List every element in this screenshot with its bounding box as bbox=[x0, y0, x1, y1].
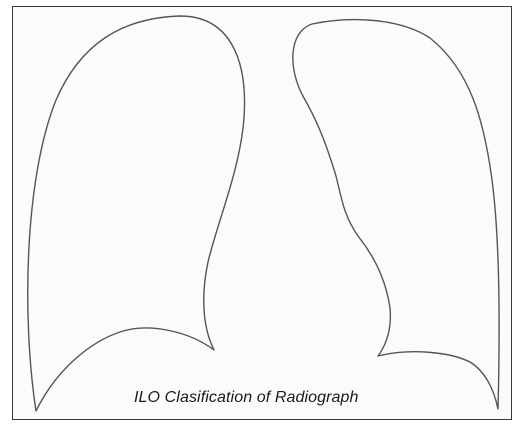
left-lung-outline bbox=[293, 20, 499, 409]
right-lung-outline bbox=[28, 16, 245, 411]
figure-caption: ILO Clasification of Radiograph bbox=[134, 389, 359, 407]
